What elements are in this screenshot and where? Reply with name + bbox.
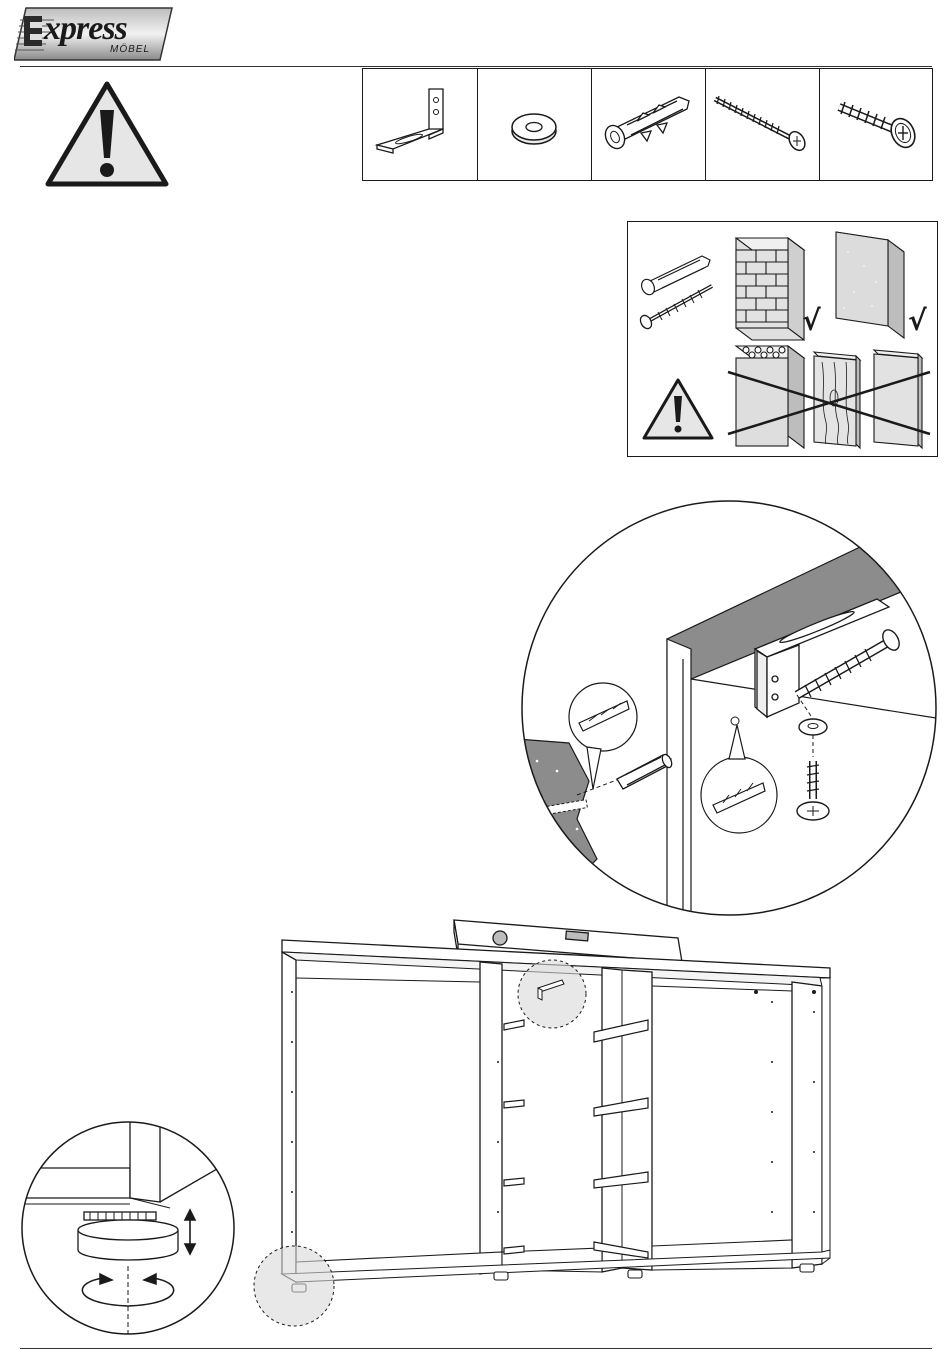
divider-left bbox=[480, 962, 502, 1274]
short-screw-detail-icon bbox=[797, 761, 829, 820]
screw-callout-bubble bbox=[701, 725, 777, 833]
foot-highlight-circle bbox=[254, 1246, 334, 1326]
footer-rule bbox=[20, 1348, 932, 1349]
long-screw-icon bbox=[705, 69, 819, 180]
angle-bracket-icon bbox=[363, 69, 477, 180]
divider-right bbox=[602, 968, 652, 1272]
logo-subtitle: MÖBEL bbox=[110, 44, 150, 55]
brand-logo: xpress MÖBEL bbox=[14, 6, 174, 62]
height-adjust-arrow-icon bbox=[185, 1210, 195, 1254]
cabinet-side-edge bbox=[130, 1118, 160, 1202]
cabinet-illustration bbox=[252, 912, 842, 1328]
washer-icon bbox=[477, 69, 591, 180]
logo-text: xpress bbox=[44, 10, 127, 48]
part-long-screw bbox=[705, 69, 820, 180]
part-short-screw bbox=[819, 69, 932, 180]
hardware-table bbox=[362, 68, 933, 181]
plasterboard-icon bbox=[874, 350, 922, 448]
cabinet-side-panel bbox=[667, 639, 691, 917]
cabinet-bottom-edge bbox=[20, 1168, 130, 1198]
wall-type-panel: √ √ bbox=[627, 221, 938, 457]
left-side-panel bbox=[282, 952, 296, 1282]
concrete-wall-icon bbox=[836, 232, 904, 338]
brick-wall-icon bbox=[736, 238, 804, 340]
plug-detail-icon bbox=[617, 753, 674, 789]
check-brick-icon: √ bbox=[802, 304, 821, 337]
part-angle-bracket bbox=[363, 69, 478, 180]
wall-mount-detail bbox=[517, 499, 942, 917]
check-concrete-icon: √ bbox=[908, 304, 927, 337]
panel-warning-icon bbox=[644, 380, 712, 438]
header-rule bbox=[20, 66, 932, 67]
wall-plug-icon bbox=[591, 69, 705, 180]
part-wall-plug bbox=[591, 69, 706, 180]
bracket-highlight-circle bbox=[518, 960, 586, 1028]
cabinet-top-panel bbox=[667, 539, 942, 679]
right-side-panel bbox=[792, 982, 822, 1268]
part-washer bbox=[477, 69, 592, 180]
hollow-block-icon bbox=[736, 346, 804, 448]
short-screw-icon bbox=[819, 69, 932, 180]
foot-adjust-detail bbox=[20, 1118, 236, 1338]
warning-sign bbox=[44, 80, 170, 188]
adjustable-foot-icon bbox=[78, 1212, 178, 1260]
